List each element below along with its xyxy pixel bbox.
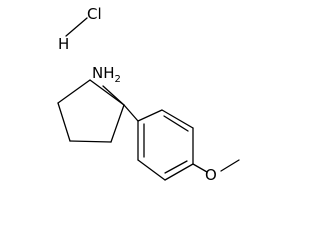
ring-bond-3 <box>57 102 71 142</box>
benzene-bond-4 <box>164 163 194 181</box>
structure-canvas: Cl H NH2 O <box>57 5 240 184</box>
h-cl-bond <box>65 17 88 37</box>
molecule-drawing: Cl H NH2 O <box>57 5 240 184</box>
benzene-double-bond-1 <box>163 115 189 132</box>
benzene-bond-1 <box>137 109 163 122</box>
c-aryl-bond <box>123 104 139 122</box>
amine-label: NH2 <box>92 64 121 85</box>
hydrogen-label: H <box>58 35 69 53</box>
ring-bond-2 <box>57 79 91 104</box>
ring-bond-1 <box>89 79 125 106</box>
benzene-bond-2 <box>161 109 194 129</box>
c-n-bond <box>102 85 125 106</box>
chlorine-label: Cl <box>87 5 102 23</box>
ring-bond-4 <box>69 140 112 143</box>
oxygen-label: O <box>205 166 217 184</box>
aryl-o-bond <box>192 163 208 173</box>
benzene-bond-5 <box>137 159 166 181</box>
o-methyl-bond <box>220 159 240 172</box>
ring-bond-5 <box>110 104 125 143</box>
benzene-double-bond-2 <box>164 160 188 174</box>
